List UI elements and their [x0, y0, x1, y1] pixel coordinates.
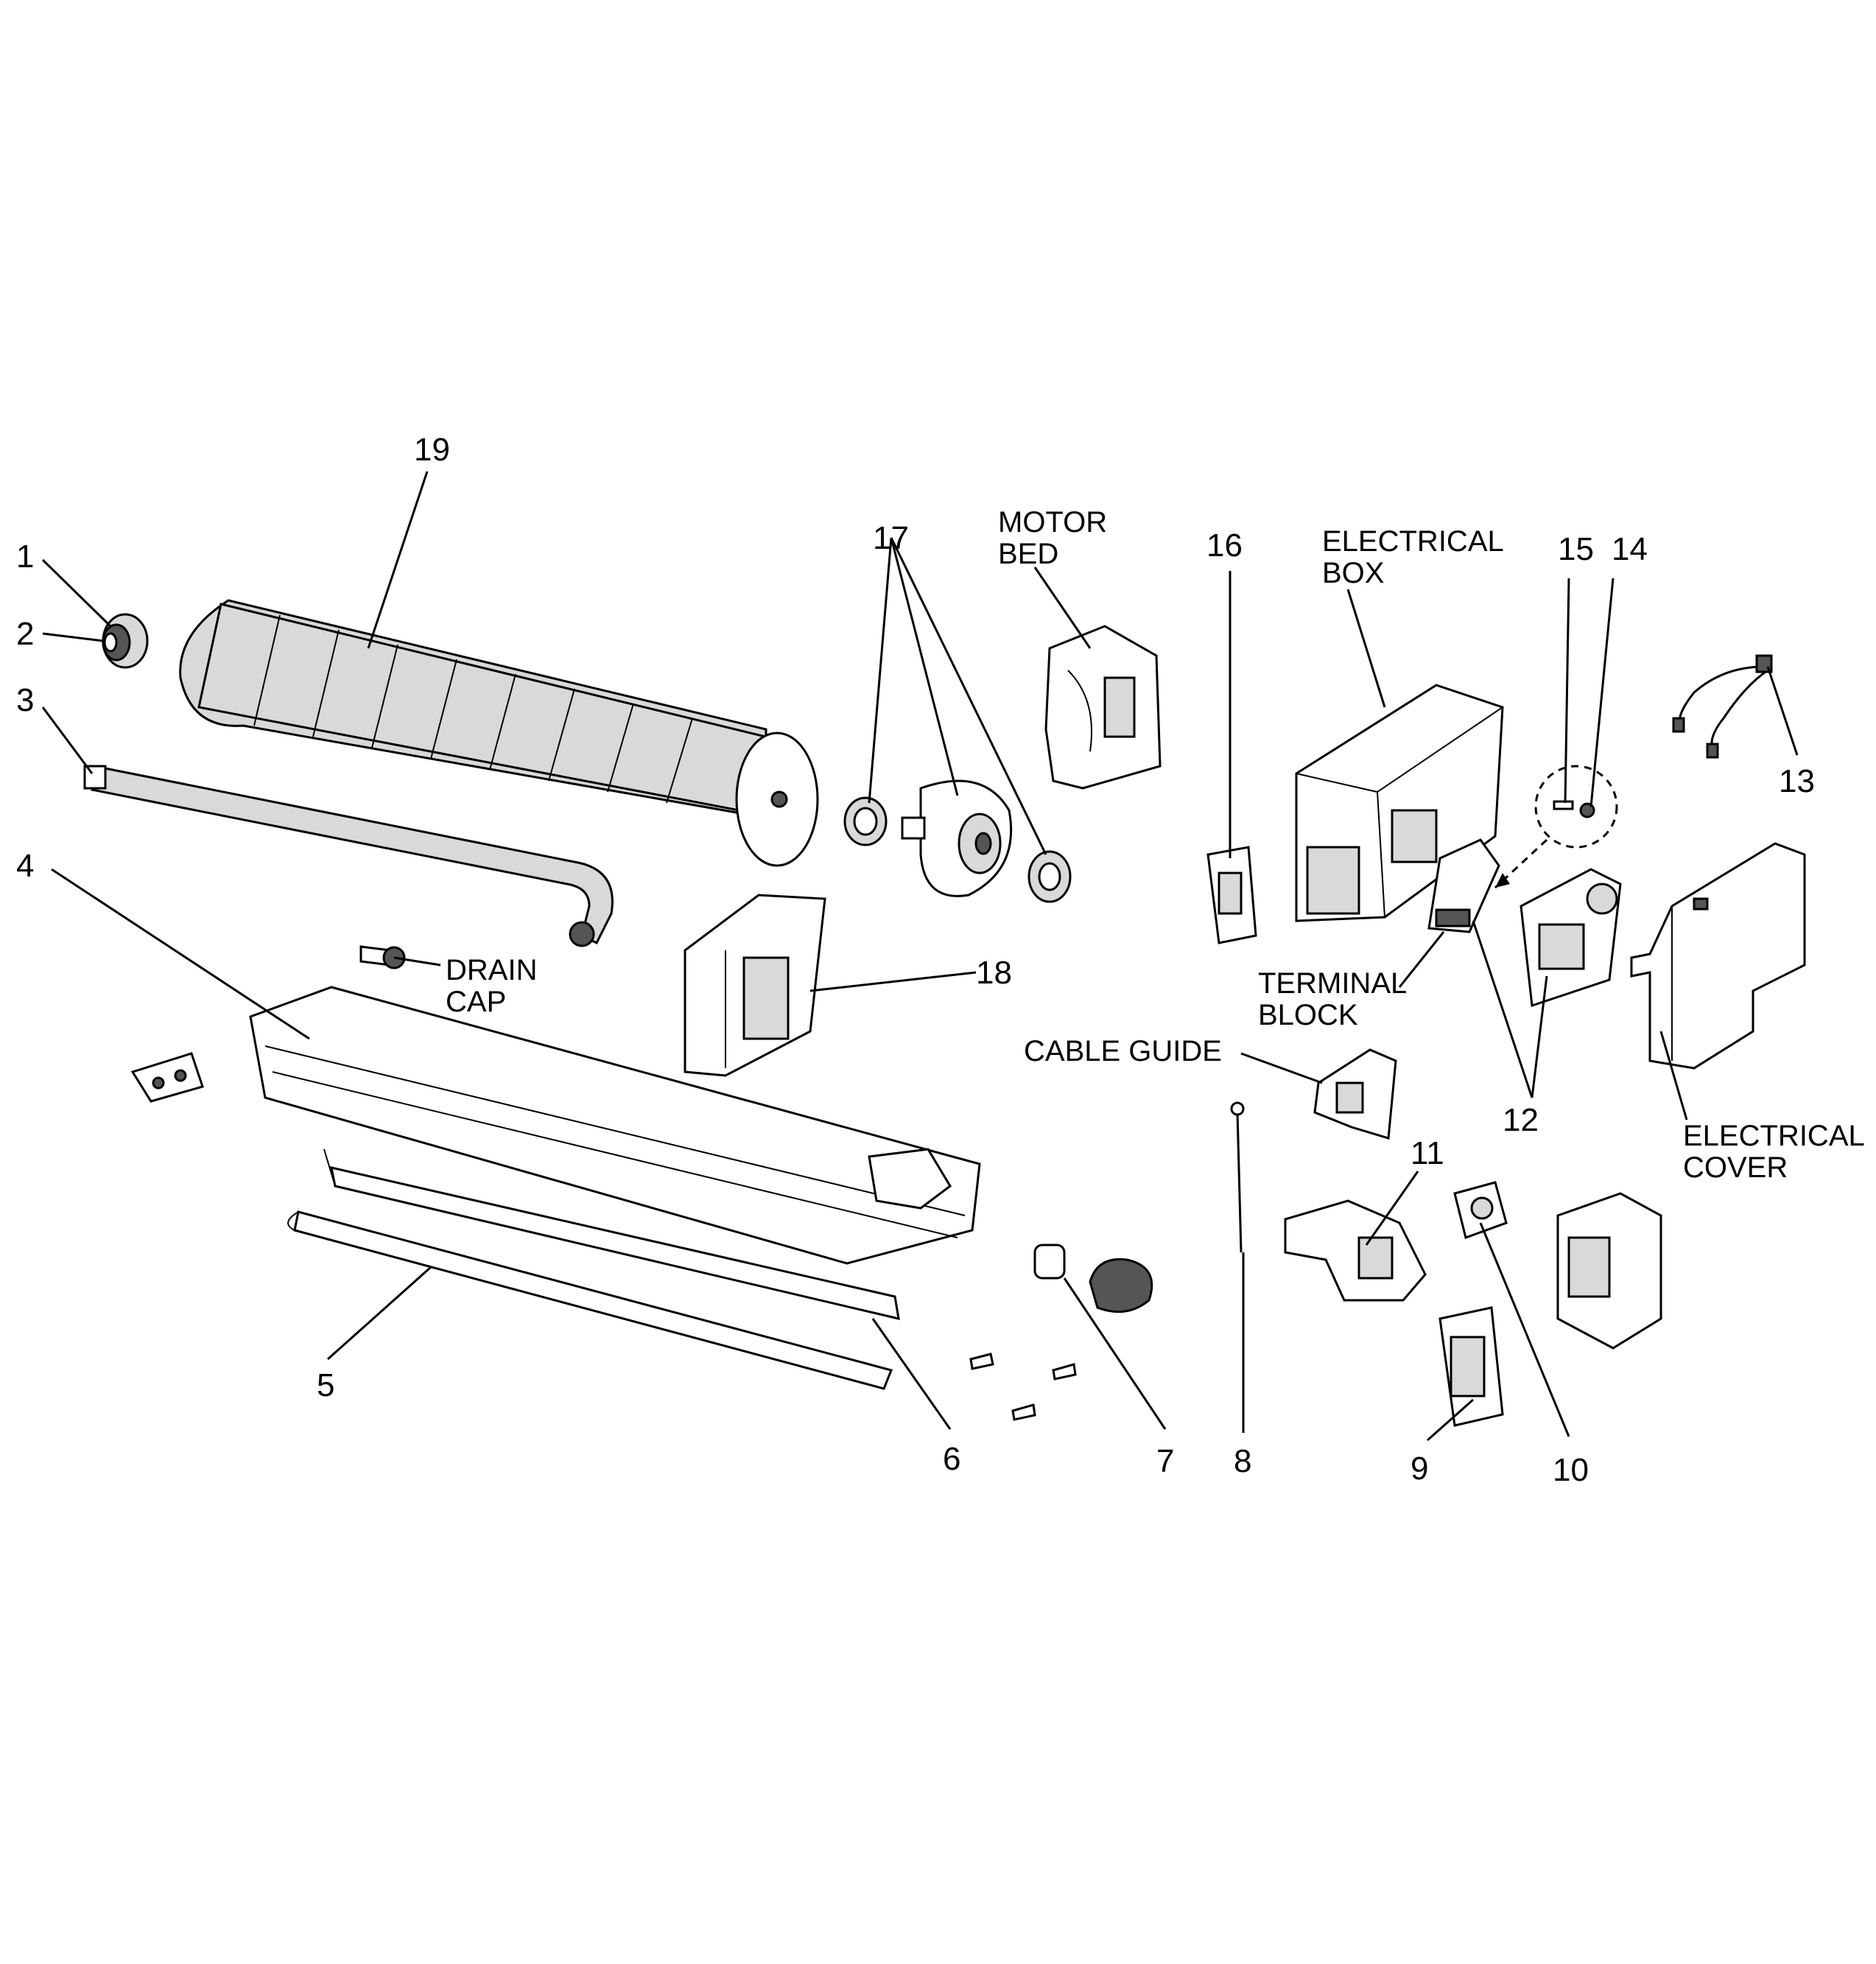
label-drain-cap-line2: CAP [446, 986, 506, 1018]
callout-9: 9 [1410, 1451, 1428, 1487]
callout-3: 3 [16, 682, 34, 718]
detail-circle-14-15 [1494, 765, 1618, 889]
bracket-16 [1206, 846, 1257, 944]
label-electrical-box-line2: BOX [1322, 557, 1384, 589]
callout-11: 11 [1410, 1135, 1444, 1171]
callout-7: 7 [1156, 1443, 1174, 1479]
screws [969, 1353, 1077, 1421]
cable-guide [1313, 1048, 1397, 1140]
label-cable-guide: CABLE GUIDE [1024, 1035, 1222, 1067]
small-bracket [130, 1052, 204, 1103]
callout-numbers: 1 2 3 4 5 6 7 8 9 10 11 12 13 14 15 16 1… [16, 432, 1815, 1488]
label-electrical-cover-line1: ELECTRICAL [1683, 1120, 1865, 1152]
callout-1: 1 [16, 539, 34, 575]
blower-wheel [179, 599, 819, 867]
bearing-parts [102, 613, 149, 669]
electrical-cover [1630, 842, 1806, 1070]
label-motor-bed-line2: BED [998, 538, 1058, 570]
terminal-block [1427, 838, 1500, 933]
callout-17: 17 [873, 520, 909, 556]
callout-4: 4 [16, 848, 34, 884]
label-electrical-cover-line2: COVER [1683, 1151, 1788, 1184]
label-drain-cap-line1: DRAIN [446, 954, 537, 986]
louver-lower [287, 1210, 893, 1390]
callout-13: 13 [1779, 763, 1815, 799]
label-motor-bed-line1: MOTOR [998, 506, 1107, 539]
drain-pan [249, 986, 981, 1265]
relay-10 [1453, 1181, 1508, 1239]
part-labels: MOTOR BED ELECTRICAL BOX DRAIN CAP TERMI… [446, 506, 1865, 1184]
housing-right [1556, 1192, 1662, 1350]
label-terminal-block-line2: BLOCK [1258, 999, 1358, 1031]
control-board [1438, 1306, 1504, 1427]
callout-14: 14 [1612, 531, 1648, 567]
callout-19: 19 [414, 432, 450, 468]
motor-clamp [684, 894, 826, 1077]
label-terminal-block-line1: TERMINAL [1258, 967, 1407, 1000]
callout-18: 18 [976, 955, 1012, 991]
bracket-11 [1284, 1199, 1427, 1302]
motor-bed [1044, 625, 1162, 790]
thermistor-sensor [1230, 1101, 1245, 1253]
callout-16: 16 [1206, 527, 1243, 564]
callout-10: 10 [1553, 1452, 1589, 1488]
leader-lines [41, 471, 1799, 1442]
callout-5: 5 [317, 1367, 334, 1403]
label-electrical-box-line1: ELECTRICAL [1322, 525, 1504, 558]
insulated-pipe [83, 765, 614, 947]
pcb-assembly [1520, 868, 1622, 1008]
wire-harness [1672, 654, 1773, 759]
louver-upper [323, 1148, 900, 1320]
fan-motor-assembly [843, 779, 1072, 903]
step-motor [1033, 1244, 1153, 1314]
callout-2: 2 [16, 616, 34, 652]
callout-15: 15 [1558, 531, 1594, 567]
callout-8: 8 [1234, 1443, 1251, 1479]
callout-12: 12 [1503, 1102, 1539, 1138]
callout-6: 6 [943, 1441, 960, 1477]
